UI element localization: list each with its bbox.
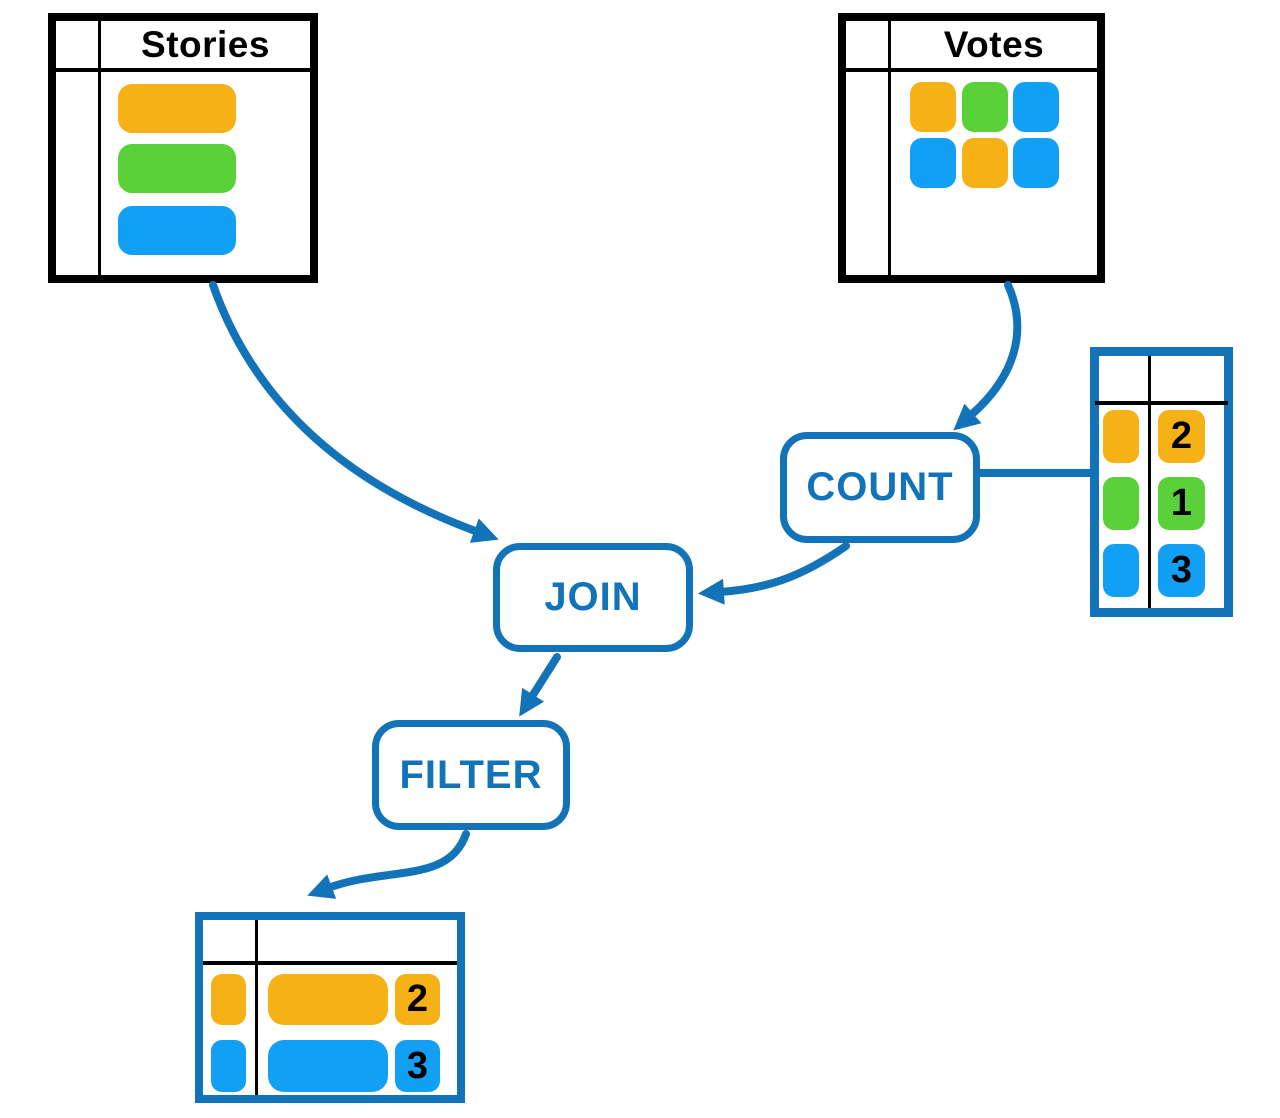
result-key-chip (211, 1040, 246, 1092)
votes-cell (1013, 138, 1059, 188)
stories-header-divider (56, 68, 310, 72)
result-story-bar (268, 974, 388, 1025)
result-header-divider (203, 961, 457, 965)
arrow-filter-to-result (307, 830, 470, 899)
stories-table-title: Stories (141, 23, 270, 65)
counts-value-chip: 3 (1158, 544, 1205, 597)
stories-column-divider (98, 21, 101, 275)
stories-row-bar (118, 144, 236, 193)
count-node: COUNT (780, 432, 980, 543)
arrow-join-to-filter (519, 653, 561, 717)
votes-table: Votes (838, 13, 1105, 283)
result-column-divider (255, 920, 258, 1095)
result-table: 2 3 (195, 912, 465, 1103)
result-count-chip: 3 (395, 1040, 440, 1092)
votes-cell (910, 82, 956, 132)
votes-cell (962, 138, 1008, 188)
votes-table-title: Votes (943, 23, 1045, 65)
join-node: JOIN (493, 543, 693, 652)
counts-value-chip: 2 (1158, 410, 1205, 463)
filter-node: FILTER (372, 720, 570, 830)
stories-row-bar (118, 84, 236, 133)
arrow-votes-to-count (953, 281, 1022, 431)
votes-cell (962, 82, 1008, 132)
votes-header-divider (846, 68, 1097, 72)
votes-cell (910, 138, 956, 188)
counts-column-divider (1148, 356, 1151, 608)
votes-column-divider (888, 21, 891, 275)
arrow-stories-to-join (209, 281, 499, 543)
counts-key-chip (1103, 544, 1139, 597)
votes-cell (1013, 82, 1059, 132)
counts-value-chip: 1 (1158, 477, 1205, 530)
result-key-chip (211, 974, 246, 1025)
result-story-bar (268, 1040, 388, 1092)
counts-header-divider (1095, 401, 1228, 405)
counts-key-chip (1103, 410, 1139, 463)
counts-table: 2 1 3 (1090, 347, 1233, 617)
stories-table: Stories (48, 13, 318, 283)
counts-key-chip (1103, 477, 1139, 530)
stories-row-bar (118, 206, 236, 255)
result-count-chip: 2 (395, 974, 440, 1025)
arrow-count-to-join (697, 542, 850, 605)
